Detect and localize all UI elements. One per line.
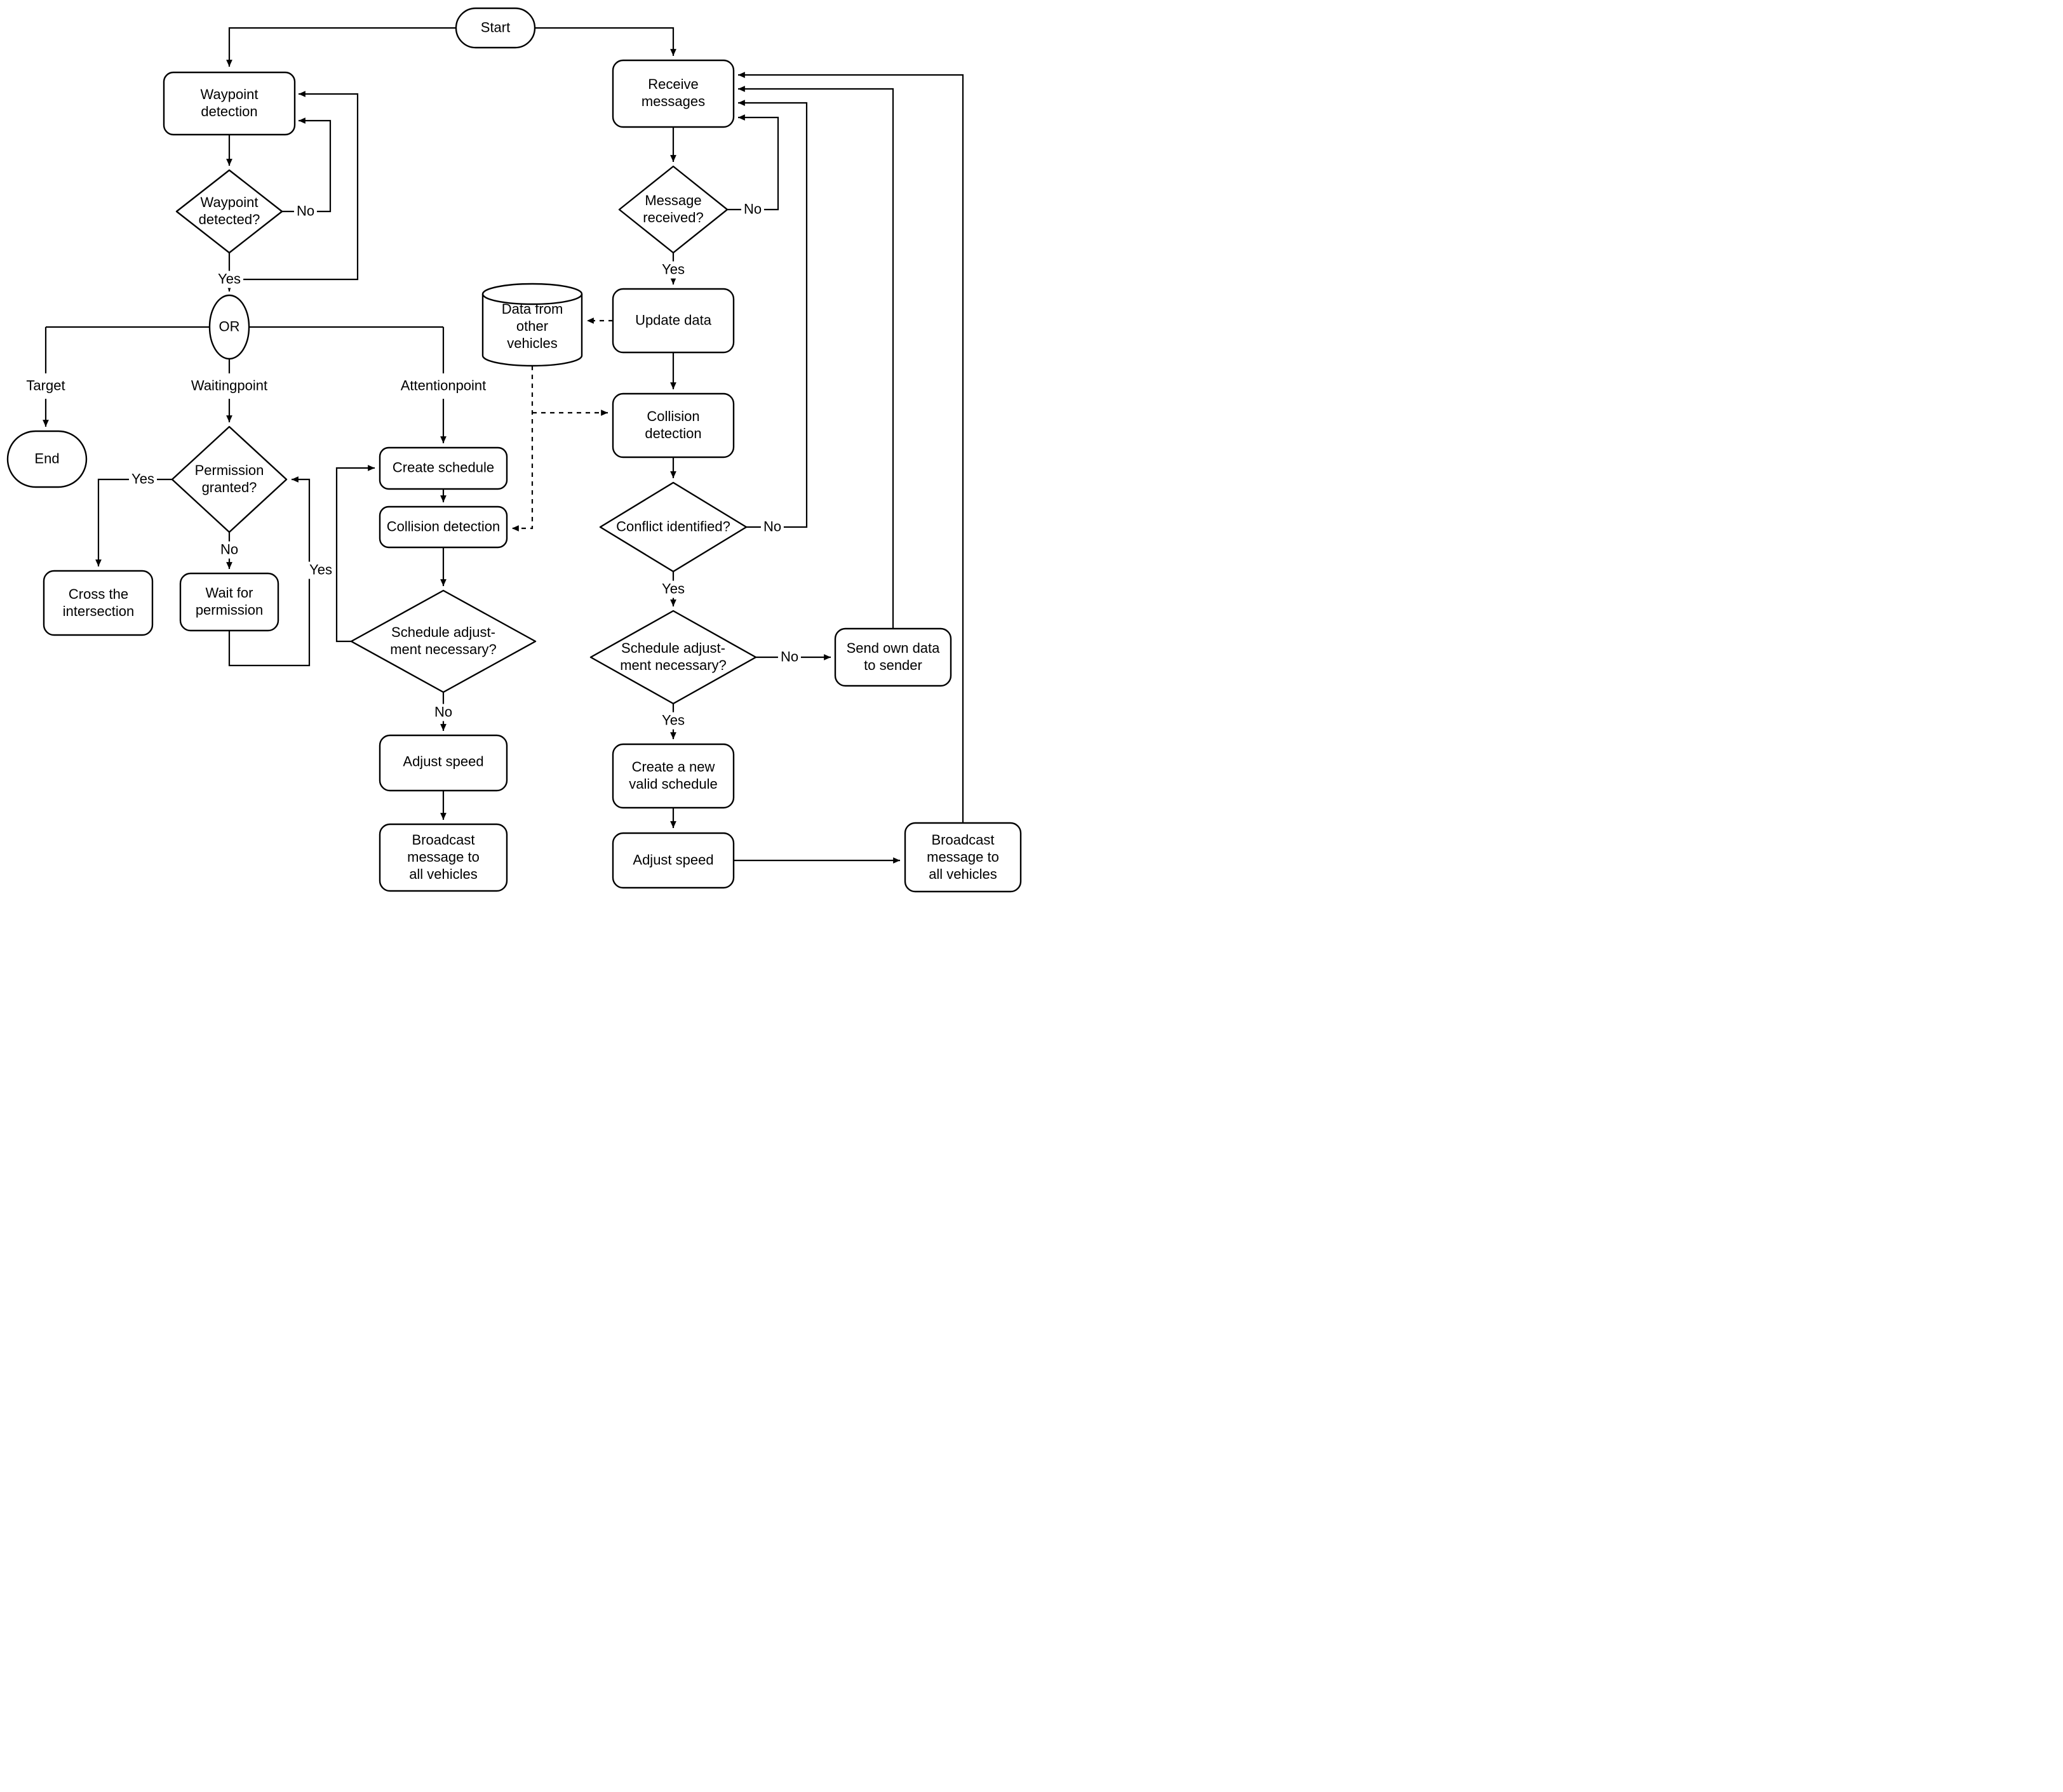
- edge-waypoint-detected-yes-loop: [229, 91, 359, 281]
- message-received-yes-label: Yes: [659, 261, 687, 279]
- wait-for-permission-label: Wait for permission: [195, 585, 264, 618]
- collision-detection-left-node: [379, 505, 508, 549]
- edge-send-own-loop-to-receive: [738, 86, 894, 629]
- broadcast-right-label: Broadcast message to all vehicles: [927, 831, 999, 882]
- adjust-speed-left-label: Adjust speed: [403, 753, 484, 770]
- receive-messages-label: Receive messages: [641, 76, 706, 109]
- waypoint-detected-yes-label: Yes: [215, 271, 243, 288]
- branch-waitingpoint-label: Waitingpoint: [189, 377, 270, 395]
- message-received-label: Message received?: [643, 192, 704, 225]
- edge-broadcast-right-loop-to-receive: [738, 72, 964, 823]
- edge-data-store-to-collision-left: [512, 366, 534, 532]
- create-new-schedule-node: [612, 743, 735, 809]
- waypoint-detected-diamond: [175, 169, 283, 254]
- message-received-no-label: No: [741, 201, 765, 218]
- schedule-adjustment-left-label: Schedule adjust- ment necessary?: [390, 624, 497, 657]
- schedule-adj-right-yes-label: Yes: [659, 712, 687, 730]
- conflict-identified-label: Conflict identified?: [616, 518, 730, 535]
- data-store-cylinder-top: [481, 283, 583, 305]
- schedule-adj-right-no-label: No: [777, 648, 802, 666]
- permission-yes-label: Yes: [129, 471, 157, 488]
- broadcast-left-label: Broadcast message to all vehicles: [407, 831, 480, 882]
- waypoint-detected-no-label: No: [293, 203, 318, 220]
- flowchart-svg: [6, 7, 1022, 893]
- schedule-adj-left-no-label: No: [431, 704, 455, 721]
- cross-intersection-node: [43, 570, 154, 636]
- schedule-adjustment-left-diamond: [350, 589, 537, 693]
- start-node: [455, 7, 536, 49]
- waypoint-detection-node: [163, 71, 296, 136]
- permission-no-label: No: [217, 541, 241, 559]
- adjust-speed-left-node: [379, 734, 508, 792]
- branch-attentionpoint-label: Attentionpoint: [398, 377, 488, 395]
- conflict-no-label: No: [760, 518, 784, 536]
- waypoint-detected-label: Waypoint detected?: [198, 194, 260, 227]
- receive-messages-node: [612, 59, 735, 128]
- send-own-data-label: Send own data to sender: [846, 640, 940, 673]
- create-schedule-label: Create schedule: [392, 459, 495, 476]
- send-own-data-node: [834, 627, 952, 687]
- schedule-adjustment-right-diamond: [589, 610, 757, 705]
- schedule-adj-left-yes-label: Yes: [307, 561, 335, 579]
- end-node: [6, 430, 88, 488]
- edge-start-to-receive-messages: [535, 27, 676, 56]
- data-store-label: Data from other vehicles: [501, 300, 563, 351]
- conflict-yes-label: Yes: [659, 580, 687, 598]
- end-label: End: [34, 450, 60, 467]
- create-new-schedule-label: Create a new valid schedule: [629, 759, 718, 792]
- update-data-label: Update data: [635, 312, 711, 328]
- cross-intersection-label: Cross the intersection: [62, 586, 135, 619]
- create-schedule-node: [379, 446, 508, 490]
- broadcast-right-node: [904, 822, 1022, 893]
- edge-wait-loop-to-permission: [228, 476, 311, 667]
- wait-for-permission-node: [179, 572, 279, 632]
- edge-conflict-no-loop: [738, 100, 808, 528]
- permission-granted-label: Permission granted?: [194, 462, 264, 495]
- branch-target-label: Target: [24, 377, 67, 395]
- collision-detection-right-label: Collision detection: [645, 408, 702, 441]
- message-received-diamond: [618, 165, 729, 254]
- update-data-node: [612, 288, 735, 354]
- or-connector-node: [208, 294, 250, 360]
- edge-message-received-no-loop: [727, 114, 779, 211]
- collision-detection-left-label: Collision detection: [386, 518, 501, 535]
- or-connector-label: OR: [218, 318, 240, 335]
- edge-start-to-waypoint-detection: [226, 27, 456, 67]
- broadcast-left-node: [379, 823, 508, 892]
- flowchart-canvas: Start Waypoint detection Waypoint detect…: [0, 0, 1032, 896]
- start-label: Start: [480, 19, 511, 36]
- adjust-speed-right-label: Adjust speed: [633, 852, 714, 868]
- waypoint-detection-label: Waypoint detection: [200, 86, 259, 119]
- edge-permission-yes-to-cross: [95, 478, 172, 566]
- permission-granted-diamond: [171, 425, 288, 533]
- data-store-cylinder: [481, 294, 583, 367]
- adjust-speed-right-node: [612, 832, 735, 889]
- edge-schedule-adj-left-yes-loop: [335, 465, 375, 643]
- collision-detection-right-node: [612, 392, 735, 458]
- schedule-adjustment-right-label: Schedule adjust- ment necessary?: [620, 640, 727, 673]
- conflict-identified-diamond: [599, 481, 748, 573]
